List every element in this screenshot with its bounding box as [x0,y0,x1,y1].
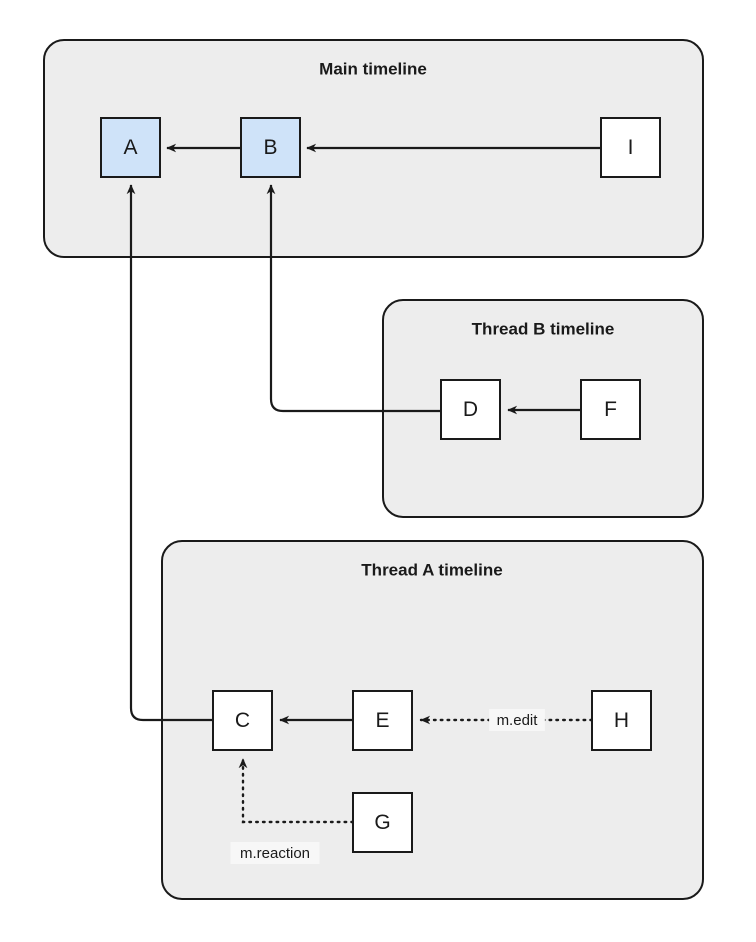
container-title: Main timeline [319,59,427,78]
node-box[interactable] [352,792,413,853]
node-box[interactable] [580,379,641,440]
edge-label-text: m.edit [497,712,539,729]
node-label: C [235,709,250,732]
node-label: I [628,136,634,159]
timeline-container-threadB: Thread B timeline [382,299,704,518]
edge-labels-layer: m.edit m.reaction [230,709,545,864]
event-node-B[interactable]: B [240,117,301,178]
nodes-layer: A B I D F C E H G [100,117,661,853]
node-label: B [263,136,277,159]
edge-label-H-to-E: m.edit [489,709,545,731]
node-box[interactable] [100,117,161,178]
edges-layer [126,143,601,824]
edge-G-to-C [238,757,355,824]
container-title: Thread A timeline [361,560,502,579]
node-box[interactable] [212,690,273,751]
edge-D-to-B [266,184,441,413]
event-node-A[interactable]: A [100,117,161,178]
node-box[interactable] [591,690,652,751]
node-label: A [123,136,137,159]
edge-label-G-to-C: m.reaction [230,842,320,864]
event-node-F[interactable]: F [580,379,641,440]
edge-C-to-A [126,184,213,722]
node-label: E [375,709,389,732]
event-node-E[interactable]: E [352,690,413,751]
node-box[interactable] [600,117,661,178]
node-label: F [604,398,617,421]
node-box[interactable] [440,379,501,440]
edge-label-text: m.reaction [240,845,310,862]
node-label: H [614,709,629,732]
event-node-H[interactable]: H [591,690,652,751]
container-title: Thread B timeline [472,319,615,338]
event-node-I[interactable]: I [600,117,661,178]
event-node-G[interactable]: G [352,792,413,853]
edge-label-backdrop [230,842,320,864]
container-surface [382,299,704,518]
node-label: D [463,398,478,421]
edge-label-backdrop [489,709,545,731]
event-node-C[interactable]: C [212,690,273,751]
event-node-D[interactable]: D [440,379,501,440]
node-box[interactable] [240,117,301,178]
node-box[interactable] [352,690,413,751]
node-label: G [374,811,390,834]
